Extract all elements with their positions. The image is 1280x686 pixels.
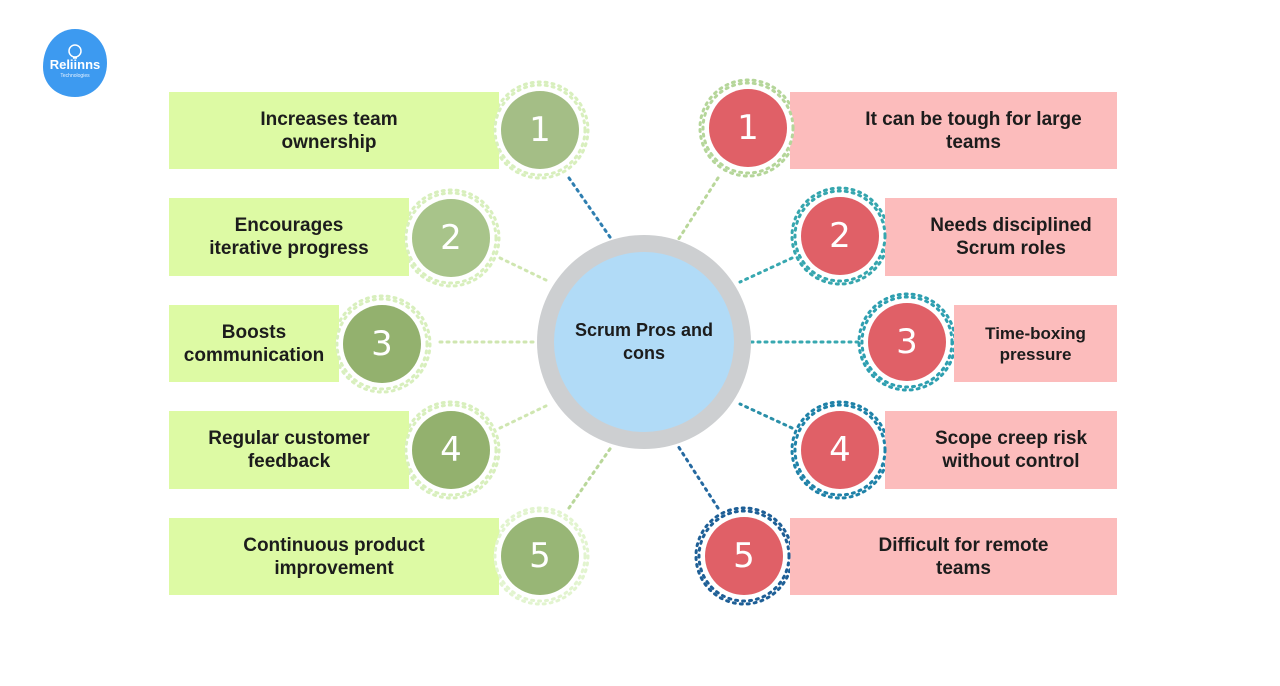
pro-number-label: 3: [371, 324, 393, 364]
ring-pro-3: [332, 294, 432, 394]
pro-number-1: 1: [501, 91, 579, 169]
brand-tagline: Technologies: [60, 73, 90, 79]
pro-text: Increases team ownership: [260, 108, 398, 153]
center-hub: Scrum Pros and cons: [554, 252, 734, 432]
con-number-label: 4: [829, 430, 851, 470]
con-text: Difficult for remote teams: [878, 534, 1049, 579]
con-box-3: Time-boxing pressure: [954, 305, 1117, 382]
pro-number-label: 2: [440, 218, 462, 258]
dotted-ring-con-1: [701, 81, 795, 175]
dotted-ring-pro-3: [335, 297, 429, 391]
ring-pro-1: [490, 80, 590, 180]
connector-con-1: [676, 176, 720, 242]
logo-blob-icon: [43, 29, 107, 97]
connector-con-4: [738, 402, 794, 430]
pro-text: Regular customer feedback: [208, 428, 370, 472]
pro-text: Boosts communication: [183, 321, 325, 366]
connector-con-2: [738, 256, 794, 284]
dotted-ring-pro-5: [493, 509, 587, 603]
con-number-label: 5: [733, 536, 755, 576]
dotted-ring-pro-1: [493, 83, 587, 177]
pro-box-5: Continuous product improvement: [169, 518, 499, 595]
pro-number-5: 5: [501, 517, 579, 595]
con-box-2: Needs disciplined Scrum roles: [885, 198, 1117, 276]
pro-number-label: 1: [529, 110, 551, 150]
con-box-4: Scope creep risk without control: [885, 411, 1117, 489]
con-box-5: Difficult for remote teams: [790, 518, 1117, 595]
con-number-4: 4: [801, 411, 879, 489]
pro-number-3: 3: [343, 305, 421, 383]
dotted-ring-pro-2: [404, 191, 498, 285]
dotted-ring-con-5: [697, 509, 791, 603]
con-number-3: 3: [868, 303, 946, 381]
con-text: It can be tough for large teams: [865, 108, 1082, 153]
pro-box-3: Boosts communication: [169, 305, 339, 382]
con-number-2: 2: [801, 197, 879, 275]
con-number-label: 3: [896, 322, 918, 362]
connector-pro-2: [498, 256, 552, 284]
ring-pro-4: [401, 400, 501, 500]
brand-name: Reliinns: [49, 57, 101, 72]
ring-pro-2: [401, 188, 501, 288]
con-number-label: 2: [829, 216, 851, 256]
connector-pro-5: [567, 444, 614, 510]
pro-box-2: Encourages iterative progress: [169, 198, 409, 276]
dotted-ring-con-4: [793, 403, 887, 497]
connector-pro-4: [498, 402, 552, 430]
pro-number-4: 4: [412, 411, 490, 489]
pro-box-4: Regular customer feedback: [169, 411, 409, 489]
con-number-5: 5: [705, 517, 783, 595]
pro-text: Continuous product improvement: [243, 534, 425, 579]
con-text: Time-boxing pressure: [985, 323, 1086, 364]
dotted-ring-pro-4: [404, 403, 498, 497]
con-text: Scope creep risk without control: [934, 428, 1088, 472]
con-box-1: It can be tough for large teams: [790, 92, 1117, 169]
pro-box-1: Increases team ownership: [169, 92, 499, 169]
pro-number-label: 5: [529, 536, 551, 576]
center-title: Scrum Pros and cons: [574, 320, 714, 363]
pro-text: Encourages iterative progress: [209, 215, 369, 259]
con-number-1: 1: [709, 89, 787, 167]
ring-pro-5: [490, 506, 590, 606]
pro-number-2: 2: [412, 199, 490, 277]
dotted-ring-con-3: [860, 295, 954, 389]
pro-number-label: 4: [440, 430, 462, 470]
connector-pro-1: [567, 176, 614, 242]
brand-logo: Reliinns Technologies: [41, 27, 109, 99]
dotted-ring-con-2: [793, 189, 887, 283]
connector-con-5: [676, 444, 720, 510]
con-number-label: 1: [737, 108, 759, 148]
con-text: Needs disciplined Scrum roles: [930, 215, 1092, 259]
